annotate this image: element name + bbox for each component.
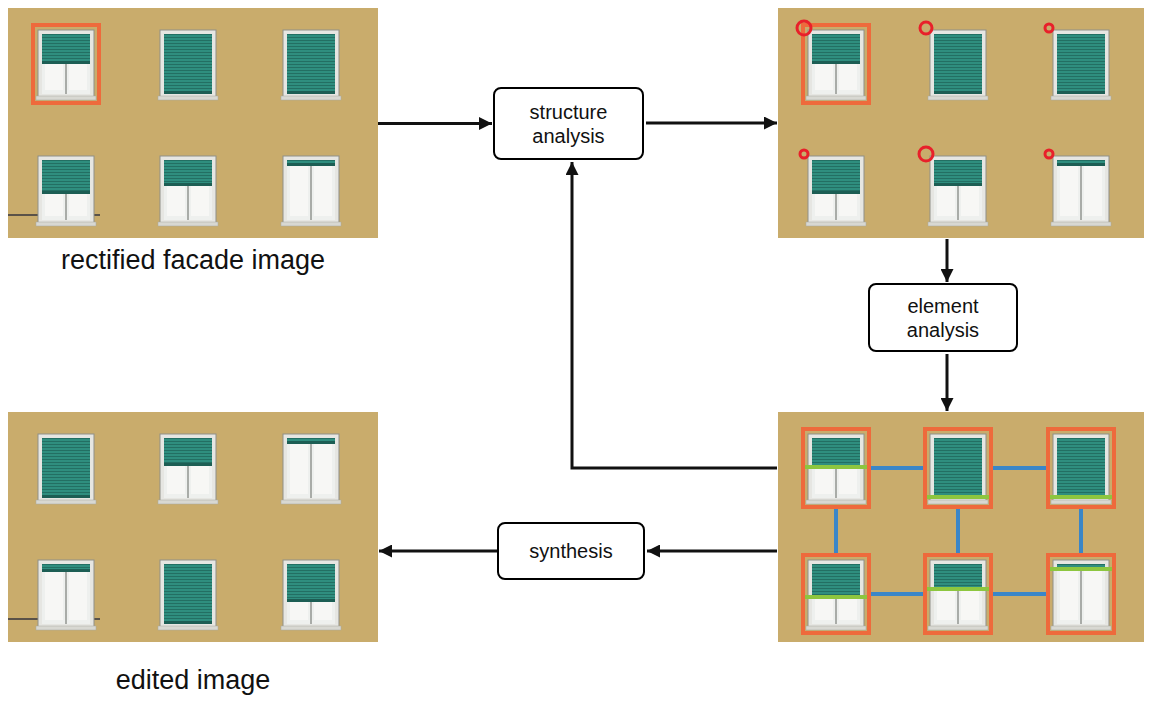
flow-arrow	[379, 550, 497, 553]
facade-photo	[8, 412, 378, 642]
flow-arrow	[378, 122, 492, 125]
box-label: synthesis	[529, 539, 612, 563]
facade-photo	[8, 8, 378, 238]
process-box: structure analysis	[493, 87, 644, 160]
facade-photo	[778, 412, 1144, 642]
box-label: structure analysis	[503, 100, 634, 148]
captioned-image: rectified facade image	[8, 8, 378, 276]
captioned-image: edited image	[8, 412, 378, 696]
process-box: synthesis	[497, 522, 645, 580]
facade-photo	[778, 8, 1144, 238]
box-label: element analysis	[878, 294, 1008, 342]
process-box: element analysis	[868, 283, 1018, 352]
image-caption: edited image	[8, 664, 378, 696]
image-caption: rectified facade image	[8, 244, 378, 276]
